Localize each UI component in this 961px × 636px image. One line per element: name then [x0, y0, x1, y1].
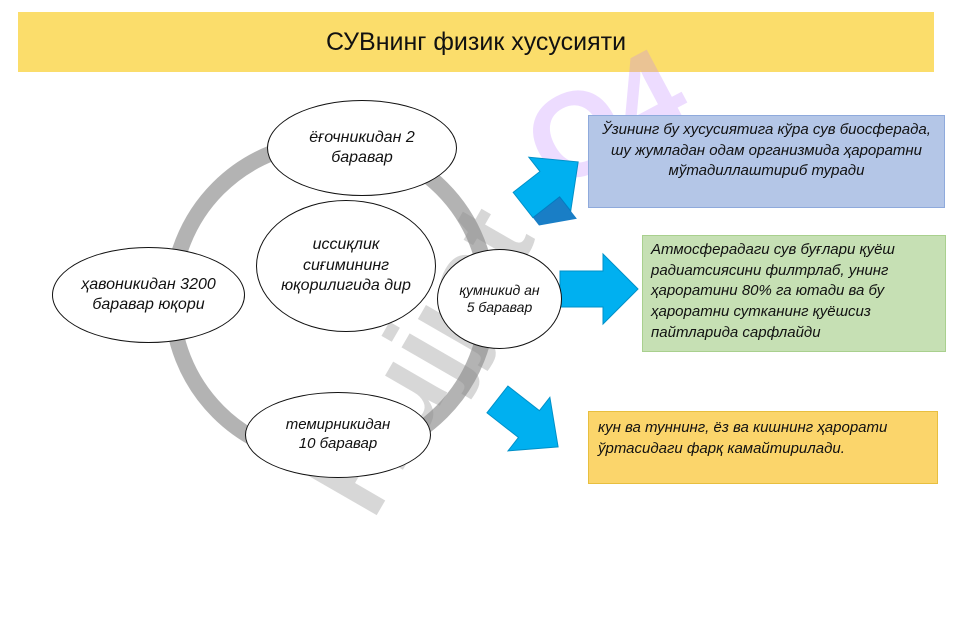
node-iron-text: темирникидан 10 баравар [285, 416, 391, 452]
arrow-to-green-box [559, 252, 639, 326]
info-box-biosphere: Ўзининг бу хусусиятига кўра сув биосфера… [588, 115, 945, 208]
node-center-text: иссиқлик сиғимининг юқорилигида дир [281, 236, 411, 295]
node-air: ҳавоникидан 3200 баравар юқори [52, 247, 245, 343]
node-wood: ёғочникидан 2 баравар [267, 100, 457, 196]
arrow-to-yellow-box [486, 385, 559, 452]
node-sand-text: қумникид ан 5 баравар [459, 281, 540, 315]
info-box-temperature: кун ва туннинг, ёз ва кишнинг ҳарорати ў… [588, 411, 938, 484]
info-box-atmosphere: Атмосферадаги сув буғлари қуёш радиатсия… [642, 235, 946, 352]
info-box-biosphere-text: Ўзининг бу хусусиятига кўра сув биосфера… [602, 121, 931, 180]
arrow-to-blue-box [512, 156, 579, 226]
node-iron: темирникидан 10 баравар [245, 392, 431, 478]
node-center: иссиқлик сиғимининг юқорилигида дир [256, 200, 436, 332]
node-wood-text: ёғочникидан 2 баравар [309, 128, 415, 166]
info-box-temperature-text: кун ва туннинг, ёз ва кишнинг ҳарорати ў… [598, 419, 888, 457]
node-air-text: ҳавоникидан 3200 баравар юқори [81, 275, 216, 313]
info-box-atmosphere-text: Атмосферадаги сув буғлари қуёш радиатсия… [651, 241, 895, 341]
node-sand: қумникид ан 5 баравар [437, 249, 562, 349]
title-bar: СУВнинг физик хусусияти [18, 12, 934, 72]
slide-title: СУВнинг физик хусусияти [325, 27, 627, 56]
